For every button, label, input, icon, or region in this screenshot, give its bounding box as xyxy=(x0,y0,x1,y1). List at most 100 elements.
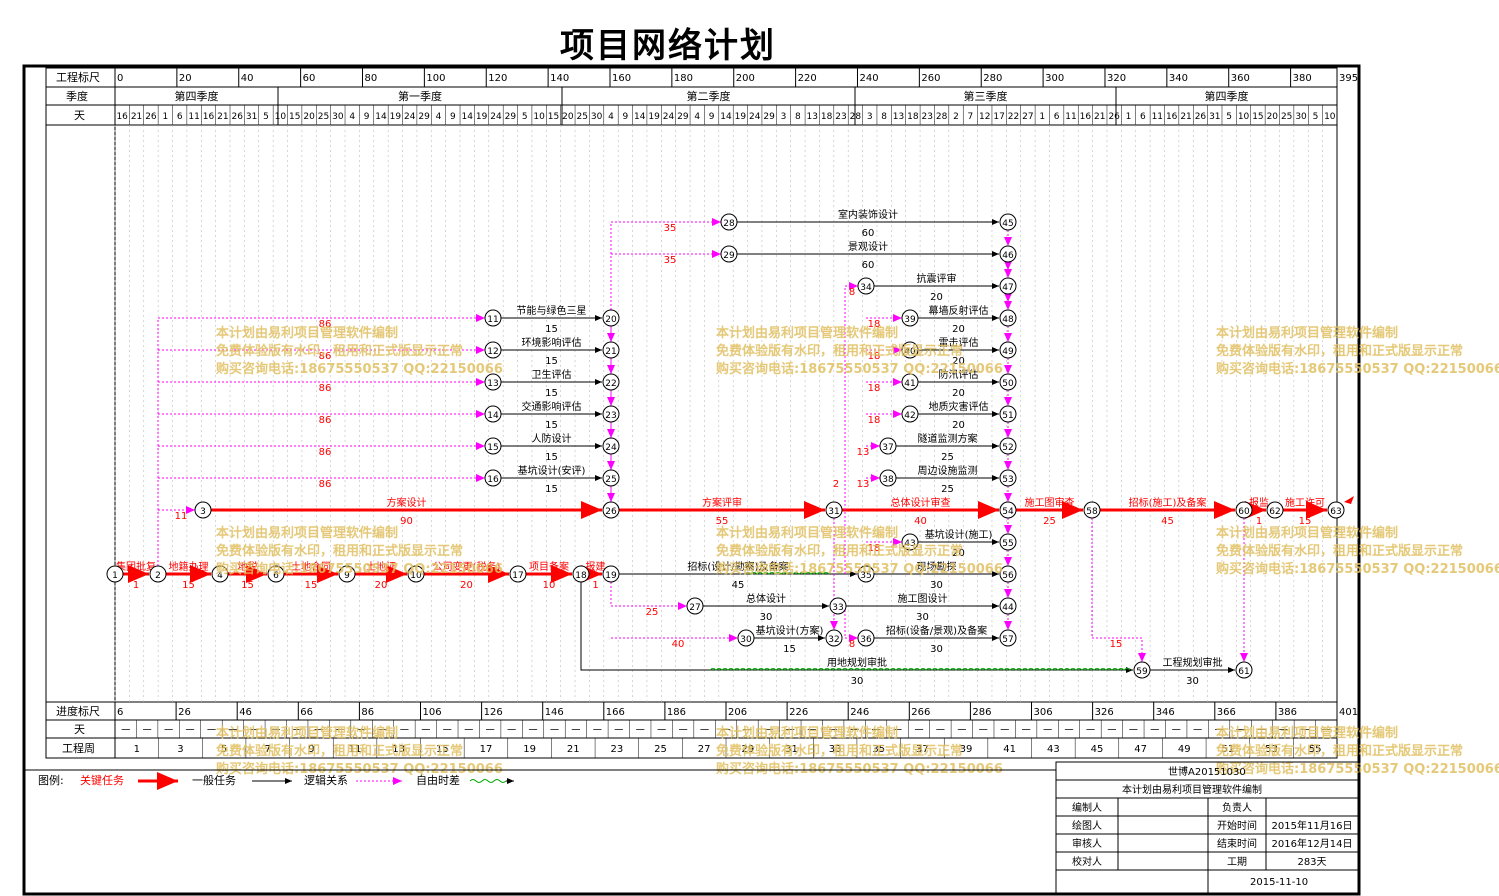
event-node-label: 20 xyxy=(605,315,617,325)
activity-duration: 15 xyxy=(545,420,558,431)
logic-link xyxy=(610,582,687,610)
float-label: 2 xyxy=(833,479,839,490)
event-node xyxy=(602,341,620,359)
day-cell: 30 xyxy=(1295,112,1307,122)
outer-frame xyxy=(22,64,1361,896)
footer-day-mark: 一 xyxy=(143,726,152,736)
event-node xyxy=(857,565,875,583)
event-node-label: 32 xyxy=(828,635,839,645)
watermark-line: 免费体验版有水印，租用和正式版显示正常 xyxy=(716,343,963,359)
day-cell: 31 xyxy=(1209,112,1220,122)
day-cell: 24 xyxy=(749,112,761,122)
legend-normal-label: 一般任务 xyxy=(192,774,236,787)
ruler-tick: 220 xyxy=(798,73,817,84)
day-cell: 14 xyxy=(720,112,732,122)
activity-duration: 30 xyxy=(930,580,943,591)
week-cell: 13 xyxy=(392,744,405,755)
footer-day-mark: 一 xyxy=(336,726,345,736)
ruler-tick: 40 xyxy=(241,73,254,84)
day-cell: 13 xyxy=(893,112,904,122)
event-node xyxy=(999,309,1017,327)
event-node xyxy=(999,597,1017,615)
event-node-label: 51 xyxy=(1002,411,1013,421)
day-cell: 29 xyxy=(418,112,430,122)
day-cell: 30 xyxy=(332,112,344,122)
float-label: 15 xyxy=(1110,639,1123,650)
activity-duration: 15 xyxy=(545,388,558,399)
event-node xyxy=(602,309,620,327)
week-cell: 19 xyxy=(523,744,536,755)
week-cell: 39 xyxy=(960,744,973,755)
footer-day-mark: 一 xyxy=(314,726,323,736)
activity-duration: 40 xyxy=(914,516,927,527)
activity-name: 招标(设备/景观)及备案 xyxy=(886,624,987,637)
float-label: 18 xyxy=(868,383,881,394)
day-cell: 21 xyxy=(131,112,142,122)
footer-day-mark: 一 xyxy=(164,726,173,736)
event-node-label: 55 xyxy=(1002,539,1013,549)
quarter-label: 第二季度 xyxy=(687,89,731,103)
activity-name: 防汛评估 xyxy=(939,368,979,381)
event-node-label: 15 xyxy=(487,443,498,453)
event-node xyxy=(999,277,1017,295)
activity-name: 集团批复 xyxy=(116,560,156,573)
event-node xyxy=(825,629,843,647)
watermark-line: 购买咨询电话:18675550537 QQ:22150066 xyxy=(216,761,503,777)
event-node xyxy=(901,533,919,551)
day-cell: 9 xyxy=(709,112,715,122)
watermark-line: 本计划由易利项目管理软件编制 xyxy=(1216,325,1398,341)
day-cell: 12 xyxy=(979,112,990,122)
footer-day-label: 天 xyxy=(74,723,85,736)
week-cell: 43 xyxy=(1047,744,1060,755)
event-node xyxy=(1083,501,1101,519)
progress-tick: 306 xyxy=(1034,707,1053,718)
event-node-label: 33 xyxy=(832,603,843,613)
quarter-label: 季度 xyxy=(66,89,88,103)
event-node xyxy=(720,213,738,231)
activity-duration: 25 xyxy=(941,484,954,495)
progress-tick: 146 xyxy=(545,707,564,718)
day-cell: 24 xyxy=(663,112,675,122)
day-cell: 16 xyxy=(116,112,128,122)
event-node-label: 26 xyxy=(605,507,617,517)
watermark-line: 免费体验版有水印，租用和正式版显示正常 xyxy=(216,743,463,759)
day-cell: 31 xyxy=(246,112,257,122)
event-node xyxy=(1235,661,1253,679)
event-node-label: 4 xyxy=(217,571,223,581)
event-node xyxy=(857,629,875,647)
watermark-line: 免费体验版有水印，租用和正式版显示正常 xyxy=(1216,343,1463,359)
day-cell: 2 xyxy=(953,112,959,122)
day-cell: 8 xyxy=(881,112,887,122)
day-cell: 14 xyxy=(375,112,387,122)
activity-duration: 1 xyxy=(133,580,139,591)
event-node-label: 44 xyxy=(1002,603,1014,613)
footer-day-mark: 一 xyxy=(293,726,302,736)
event-node-label: 43 xyxy=(904,539,915,549)
activity-name: 卫生评估 xyxy=(532,368,572,381)
event-node-label: 29 xyxy=(723,251,735,261)
software-note: 本计划由易利项目管理软件编制 xyxy=(1122,783,1262,796)
time-gridlines xyxy=(114,125,1323,702)
week-cell: 37 xyxy=(916,744,929,755)
day-cell: 29 xyxy=(505,112,517,122)
week-cell: 33 xyxy=(829,744,842,755)
info-table: 世博A20151030 本计划由易利项目管理软件编制 2015-11-10 xyxy=(1055,761,1360,895)
event-node-label: 41 xyxy=(904,379,915,389)
activity-name: 总体设计审查 xyxy=(891,496,951,509)
logic-link xyxy=(844,606,858,642)
footer-day-mark: 一 xyxy=(507,726,516,736)
event-node xyxy=(211,565,229,583)
activity-name: 土地证 xyxy=(366,560,396,573)
event-node xyxy=(602,405,620,423)
event-node xyxy=(602,469,620,487)
day-cell: 15 xyxy=(548,112,559,122)
footer-day-mark: 一 xyxy=(936,726,945,736)
day-cell: 6 xyxy=(1140,112,1146,122)
activity-duration: 30 xyxy=(930,644,943,655)
activity-duration: 20 xyxy=(952,356,965,367)
watermark-line: 免费体验版有水印，租用和正式版显示正常 xyxy=(1216,743,1463,759)
float-label: 11 xyxy=(175,511,188,522)
event-node-label: 13 xyxy=(487,379,498,389)
